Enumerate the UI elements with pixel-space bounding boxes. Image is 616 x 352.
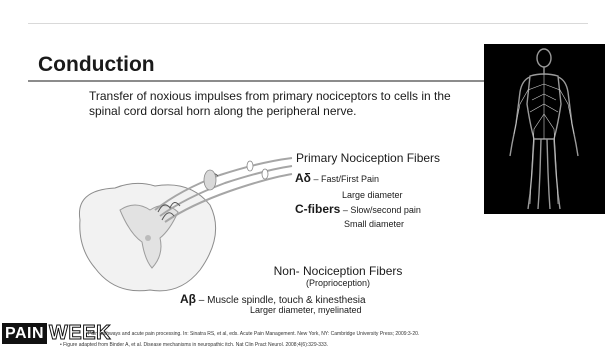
primary-fibers-heading: Primary Nociception Fibers xyxy=(296,151,440,165)
a-delta-sub: Large diameter xyxy=(342,190,403,200)
top-divider xyxy=(28,23,588,24)
non-nociception-heading: Non- Nociception Fibers xyxy=(248,264,428,278)
a-beta-sub: Larger diameter, myelinated xyxy=(250,305,362,315)
slide-description: Transfer of noxious impulses from primar… xyxy=(89,89,484,119)
proprioception-subheading: (Proprioception) xyxy=(248,278,428,288)
c-fibers-symbol: C-fibers xyxy=(295,202,340,216)
slide-title: Conduction xyxy=(38,53,155,77)
reference-2: • Figure adapted from Binder A, et al. D… xyxy=(60,342,328,348)
logo-pain-text: PAIN xyxy=(2,323,47,344)
c-fibers-line: C-fibers – Slow/second pain xyxy=(295,202,421,216)
c-fibers-desc: – Slow/second pain xyxy=(340,205,421,215)
a-beta-symbol: Aβ xyxy=(180,292,196,306)
reference-1: Pain pathways and acute pain processing.… xyxy=(88,331,419,337)
a-beta-line: Aβ – Muscle spindle, touch & kinesthesia xyxy=(180,292,366,306)
title-underline xyxy=(28,80,490,82)
c-fibers-sub: Small diameter xyxy=(344,219,404,229)
a-delta-desc: – Fast/First Pain xyxy=(311,174,379,184)
a-delta-symbol: Aδ xyxy=(295,171,311,185)
nervous-system-figure-image xyxy=(484,44,605,214)
a-delta-line: Aδ – Fast/First Pain xyxy=(295,171,379,185)
